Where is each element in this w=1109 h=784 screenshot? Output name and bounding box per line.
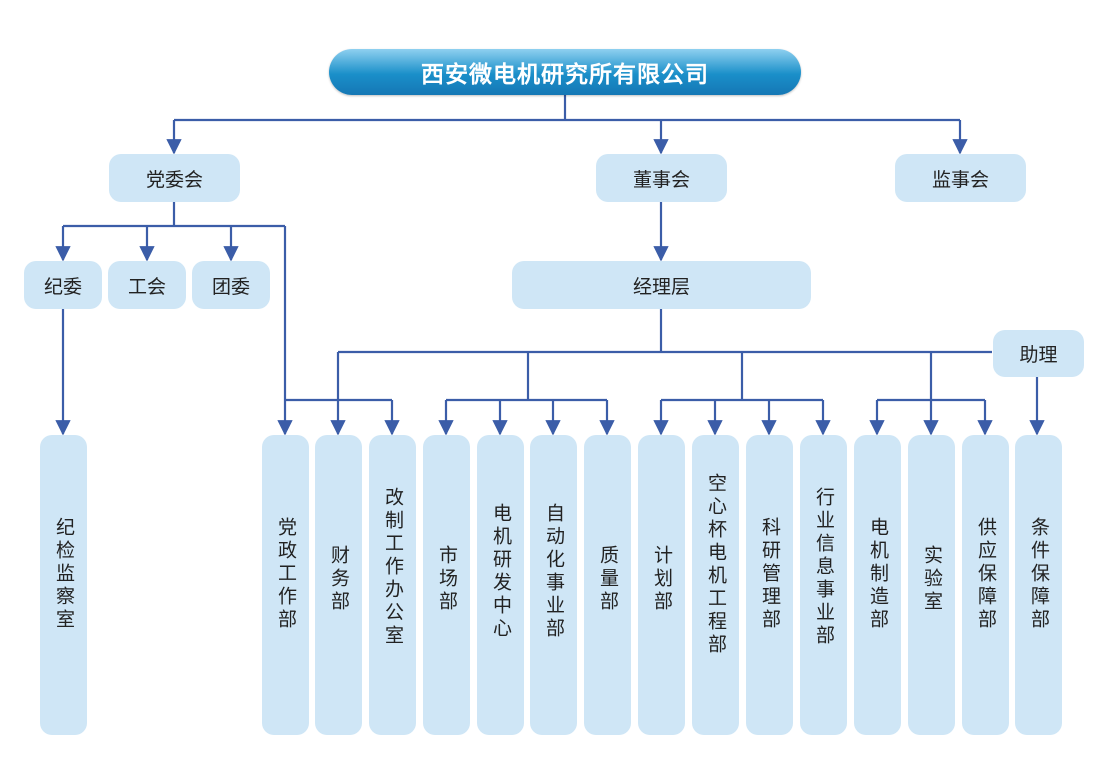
party-affairs-label: 党政工作部 [275, 517, 297, 632]
management-label: 经理层 [632, 275, 690, 298]
laboratory-node: 实验室 [908, 435, 955, 735]
management-node: 经理层 [512, 261, 811, 309]
reform-office-label: 改制工作办公室 [382, 487, 404, 648]
supervisory-board-node: 监事会 [895, 154, 1026, 202]
automation-division-node: 自动化事业部 [530, 435, 577, 735]
planning-node: 计划部 [638, 435, 685, 735]
reform-office-node: 改制工作办公室 [369, 435, 416, 735]
automation-division-label: 自动化事业部 [543, 503, 565, 641]
trade-union-node: 工会 [108, 261, 186, 309]
supervisory-board-label: 监事会 [931, 168, 989, 191]
motor-manufacturing-node: 电机制造部 [854, 435, 901, 735]
motor-rd-center-node: 电机研发中心 [477, 435, 524, 735]
board-node: 董事会 [596, 154, 727, 202]
coreless-motor-node: 空心杯电机工程部 [692, 435, 739, 735]
party-affairs-node: 党政工作部 [262, 435, 309, 735]
youth-league-label: 团委 [211, 275, 250, 298]
assistant-label: 助理 [1019, 344, 1058, 366]
supply-support-label: 供应保障部 [975, 517, 997, 632]
supply-support-node: 供应保障部 [962, 435, 1009, 735]
discipline-committee-label: 纪委 [43, 275, 82, 298]
market-label: 市场部 [436, 545, 458, 614]
motor-rd-center-label: 电机研发中心 [490, 503, 512, 641]
board-label: 董事会 [632, 168, 690, 191]
root-label: 西安微电机研究所有限公司 [421, 62, 709, 88]
root-node: 西安微电机研究所有限公司 [329, 49, 801, 95]
facilities-support-label: 条件保障部 [1028, 517, 1050, 632]
facilities-support-node: 条件保障部 [1015, 435, 1062, 735]
industry-info-division-label: 行业信息事业部 [813, 487, 835, 648]
planning-label: 计划部 [651, 545, 673, 614]
discipline-committee-node: 纪委 [24, 261, 102, 309]
motor-manufacturing-label: 电机制造部 [867, 517, 889, 632]
research-management-label: 科研管理部 [759, 517, 781, 632]
market-node: 市场部 [423, 435, 470, 735]
coreless-motor-label: 空心杯电机工程部 [705, 473, 727, 657]
assistant-node: 助理 [993, 330, 1084, 377]
youth-league-node: 团委 [192, 261, 270, 309]
research-management-node: 科研管理部 [746, 435, 793, 735]
party-committee-label: 党委会 [145, 168, 203, 191]
finance-node: 财务部 [315, 435, 362, 735]
quality-label: 质量部 [597, 545, 619, 614]
trade-union-label: 工会 [127, 275, 166, 298]
laboratory-label: 实验室 [921, 545, 943, 614]
party-committee-node: 党委会 [109, 154, 240, 202]
discipline-office-node: 纪检监察室 [40, 435, 87, 735]
discipline-office-label: 纪检监察室 [53, 517, 75, 632]
quality-node: 质量部 [584, 435, 631, 735]
finance-label: 财务部 [328, 545, 350, 614]
industry-info-division-node: 行业信息事业部 [800, 435, 847, 735]
